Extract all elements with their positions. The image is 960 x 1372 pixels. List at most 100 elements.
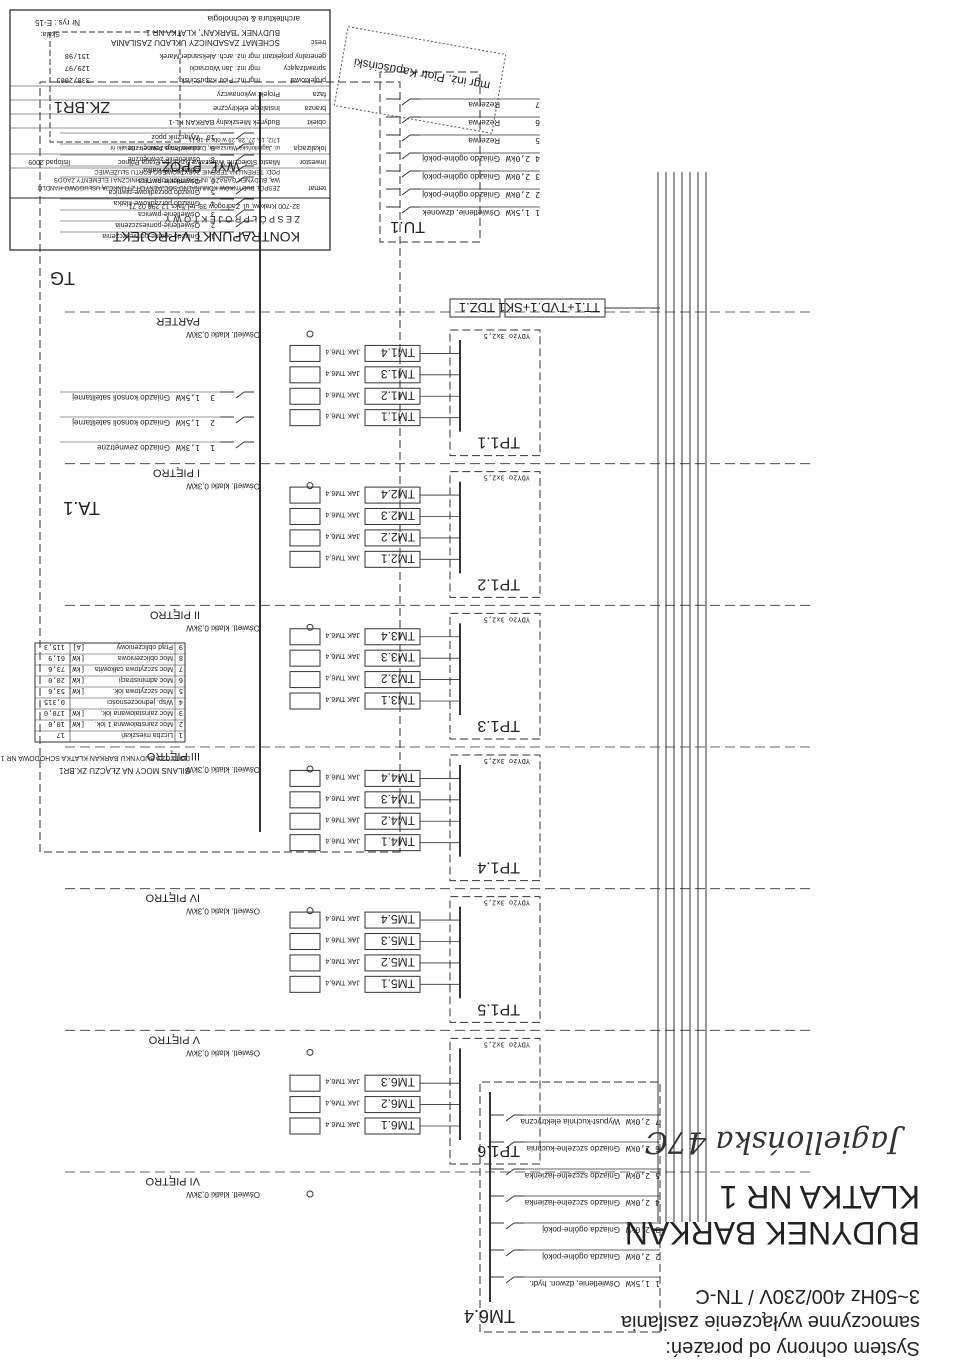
tg-circuit-no: 3 [211, 210, 215, 218]
tu-circuit-name: Rezerwa [468, 118, 500, 127]
floor-label: IV PIĘTRO [145, 892, 200, 904]
tu-circuit-no: 1 [535, 208, 540, 217]
tg-circuit-no: 7 [211, 166, 215, 174]
tm64-circuit-no: 2 [655, 1252, 660, 1261]
tu-circuit-no: 5 [535, 136, 540, 145]
apartment-box-label: TM3.1 [381, 693, 415, 707]
power-table-no: 8 [179, 654, 183, 662]
apartment-box-label: TM2.2 [381, 530, 415, 544]
apartment-box-note: JAK TM6.4 [325, 1077, 360, 1084]
apartment-box-label: TM2.3 [381, 509, 415, 523]
floor-panel-label: TP1.5 [477, 1000, 520, 1017]
zk-label: ZK.BR1 [54, 98, 110, 115]
topic-value: WĄ, BUDYNEK GARAŻU, INFRASTRUKTURA TECHN… [54, 176, 280, 183]
power-table-value: 73,6 [48, 665, 65, 673]
power-table-frame [34, 642, 186, 743]
tg-circuit-name: Oświetlenie-klatka [143, 166, 200, 173]
branch-value: Instalacje elektryczne [213, 104, 280, 111]
studio-label: Z E S P Ó Ł P R O J E K T O W Y [165, 214, 300, 224]
tu-circuit-name: Rezerwa [468, 136, 500, 145]
tg-circuit-name: Oświetlenie-piwnica [138, 210, 200, 217]
tm64-circuit-name: Gniazdo szczelne-łazienka [524, 1198, 620, 1207]
investor-label: inwestor [299, 158, 326, 165]
stair-lighting-label: Oświetl. klatki 0,3kW [186, 1048, 260, 1057]
meter-box [289, 344, 321, 362]
apartment-box-label: TM6.1 [381, 1118, 415, 1132]
tu-circuit-power: 2,0kW [506, 190, 530, 199]
apartment-box-note: JAK TM6.4 [325, 674, 360, 681]
role-license: 338/2005 [56, 76, 90, 84]
building-section: KLATKA NR 1 [720, 1179, 920, 1215]
role-license: 151/98 [65, 52, 90, 60]
content-label: treść [310, 38, 326, 45]
meter-box [289, 366, 321, 384]
apartment-box-label: TM4.3 [381, 792, 415, 806]
power-table-value: 61,9 [48, 654, 65, 662]
tu-label: TU.1 [390, 218, 425, 235]
tg-circuit-no: 9 [211, 144, 215, 152]
power-table-subheader: DOTYCZY BUDYNKU BARKAN KLATKA SCHODOWA N… [1, 754, 190, 761]
meter-box [289, 387, 321, 405]
floor-panel-label: TP1.1 [477, 434, 520, 451]
apartment-box-label: TM5.3 [381, 934, 415, 948]
tm64-circuit-name: Wypust-kuchnia elektryczna [520, 1117, 620, 1126]
ta-circuit-name: Gniazdo zewnętrzne [97, 443, 170, 452]
meter-box [289, 1117, 321, 1135]
power-table-value: 20,0 [48, 676, 65, 684]
meter-box [289, 628, 321, 646]
topic-label: temat [308, 184, 326, 191]
ta-circuit-name: Gniazdo konsoli satelitarnej [72, 418, 170, 427]
tu-circuit-power: 2,0kW [506, 154, 530, 163]
title-line-1: System ochrony od porażeń: [665, 1337, 920, 1359]
power-table-name: Moc szczytowa całkowita [95, 665, 173, 672]
floor-label: I PIĘTRO [152, 467, 200, 479]
riser-cable-label: YDYżo 3x2,5 [484, 332, 530, 340]
power-table-header: BILANS MOCY NA ZŁĄCZU ZK.BR1 [58, 766, 190, 775]
power-table-no: 9 [179, 643, 183, 651]
firm-name: KONTRAPUNKT V-PROJEKT [112, 229, 300, 245]
tt-block: TT.1+TVD.1+SK1 TDZ.1 [449, 298, 660, 318]
meter-box [289, 529, 321, 547]
building-name: BUDYNEK BARKAN [625, 1215, 920, 1251]
tg-circuit-no: 2 [211, 221, 215, 229]
apartment-box-note: JAK TM6.4 [325, 347, 360, 354]
meter-box [289, 834, 321, 852]
tu-circuit-no: 2 [535, 190, 540, 199]
tu-circuit-power: 1,5kW [506, 208, 530, 217]
power-table-no: 7 [179, 665, 183, 673]
tt-label: TT.1+TVD.1+SK1 [498, 300, 600, 315]
title-line-3: 3~50Hz 400/230V / TN-C [695, 1285, 920, 1307]
tg-circuit-no: 4 [211, 199, 215, 207]
tg-circuit-name: Gniazdo ogólne-pomieszczenia [102, 232, 200, 239]
location-label: lokalizacja [294, 144, 326, 151]
power-table-value: 0,315 [44, 698, 65, 706]
apartment-box-label: TM2.1 [381, 551, 415, 565]
tg-circuit-name: Gniazdo porządkowe-piwnica [108, 188, 200, 195]
tm64-circuit-power: 2,0kW [626, 1117, 650, 1126]
tu-circuit-no: 6 [535, 118, 540, 127]
apartment-box-label: TM4.2 [381, 813, 415, 827]
tm64-circuit-power: 2,0kW [626, 1171, 650, 1180]
phase-label: faza [313, 90, 326, 97]
tm64-circuit-no: 7 [655, 1117, 660, 1126]
tm64-circuit-power: 2,0kW [626, 1198, 650, 1207]
tm64-circuit-name: Gniazdo szczelne-łazienka [524, 1171, 620, 1180]
floor-label: PARTER [156, 315, 200, 327]
tm64-circuit-name: Oświetlenie, dzwon. hydr. [529, 1279, 620, 1288]
tu-circuit-name: Rezerwa [468, 100, 500, 109]
apartment-box-note: JAK TM6.4 [325, 631, 360, 638]
apartment-box-label: TM3.2 [381, 672, 415, 686]
apartment-box-label: TM3.3 [381, 650, 415, 664]
power-table-name: Moc zainstalowana 1 lok. [95, 720, 173, 727]
power-table-unit: [kW] [68, 665, 85, 673]
object-value: Budynek Mieszkalny BARKAN KL-1 [169, 118, 280, 125]
ta-circuit-power: 1,5kW [176, 393, 200, 402]
ta-circuit-no: 3 [210, 393, 215, 402]
tm64-circuit-power: 1,5kW [626, 1279, 650, 1288]
location-value: 17/2, 15, 27, 28, 29 w obr. 4-18-11 [188, 136, 280, 142]
riser-cable-label: YDYżo 3x2,5 [484, 615, 530, 623]
tm64-circuit-no: 4 [655, 1198, 660, 1207]
phase-value: Projekt wykonawczy [216, 90, 280, 97]
